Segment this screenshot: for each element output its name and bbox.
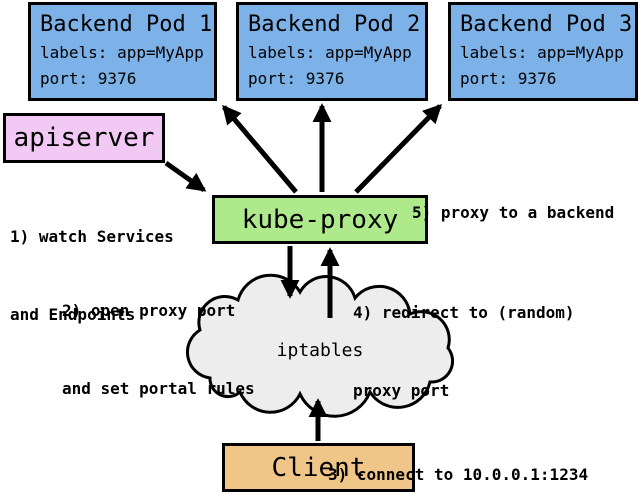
client-label: Client (271, 452, 366, 483)
step-3-line-1: 3) connect to 10.0.0.1:1234 (328, 465, 589, 484)
apiserver-box: apiserver (3, 113, 165, 163)
pod-1-title: Backend Pod 1 (40, 12, 213, 37)
step-4-line-2: proxy port (353, 381, 450, 400)
arrow-apiserver-to-kube-proxy (164, 160, 207, 193)
step-2-line-2: and set portal rules (62, 379, 255, 398)
step-4-label: 4) redirect to (random) proxy port (353, 248, 575, 456)
kube-proxy-box: kube-proxy (212, 195, 428, 244)
backend-pod-1: Backend Pod 1 labels: app=MyApp port: 93… (28, 2, 217, 101)
iptables-label: iptables (276, 340, 364, 361)
pod-1-port: port: 9376 (40, 69, 137, 88)
pod-1-labels: labels: app=MyApp (40, 43, 204, 62)
pod-3-port: port: 9376 (460, 69, 557, 88)
pod-3-title: Backend Pod 3 (460, 12, 633, 37)
step-4-line-1: 4) redirect to (random) (353, 303, 575, 322)
step-2-line-1: 2) open proxy port (62, 301, 236, 320)
step-1-line-2: and Endpoints (10, 305, 136, 324)
step-1-line-1: 1) watch Services (10, 227, 174, 246)
iptables-cloud (186, 273, 455, 418)
step-5-label: 5) proxy to a backend (412, 148, 614, 278)
pod-2-title: Backend Pod 2 (248, 12, 421, 37)
backend-pod-2: Backend Pod 2 labels: app=MyApp port: 93… (236, 2, 428, 101)
arrow-kube-proxy-to-pod1 (222, 104, 298, 194)
client-box: Client (222, 443, 415, 492)
arrow-kube-proxy-to-pod3 (354, 103, 442, 194)
apiserver-label: apiserver (13, 123, 155, 153)
pod-2-port: port: 9376 (248, 69, 345, 88)
step-2-label: 2) open proxy port and set portal rules (62, 246, 255, 454)
backend-pod-3: Backend Pod 3 labels: app=MyApp port: 93… (448, 2, 638, 101)
pod-3-labels: labels: app=MyApp (460, 43, 624, 62)
kube-proxy-label: kube-proxy (241, 204, 399, 235)
pod-2-labels: labels: app=MyApp (248, 43, 412, 62)
step-5-line-1: 5) proxy to a backend (412, 203, 615, 222)
step-1-label: 1) watch Services and Endpoints (10, 172, 174, 380)
step-3-label: 3) connect to 10.0.0.1:1234 (328, 410, 588, 494)
